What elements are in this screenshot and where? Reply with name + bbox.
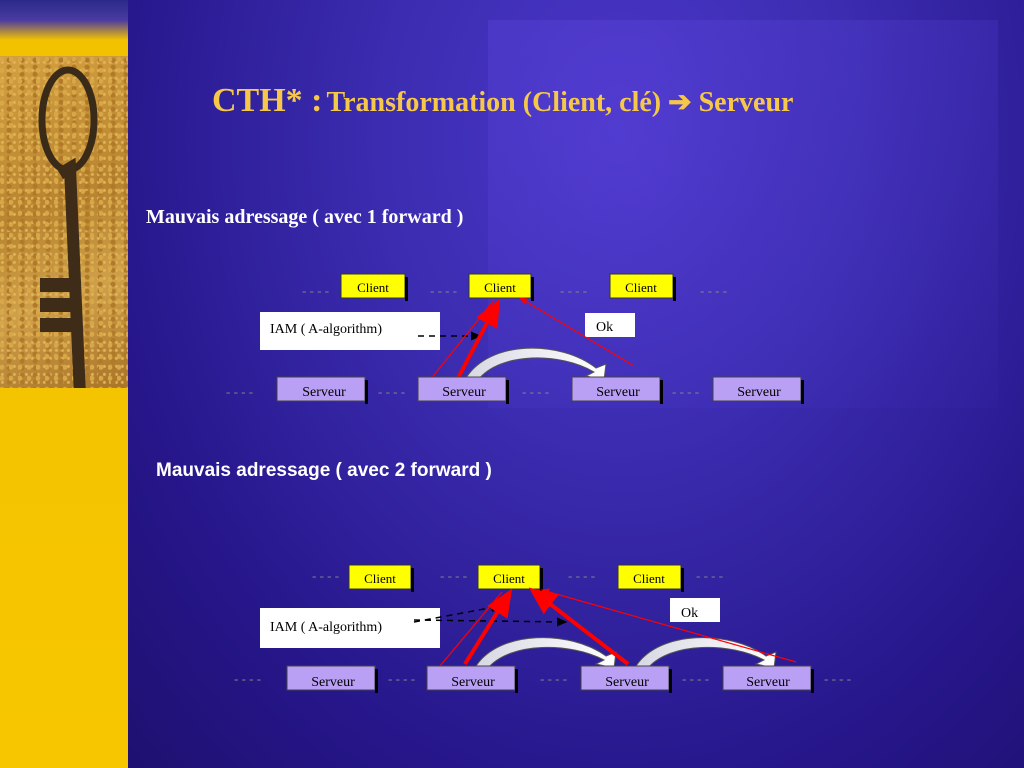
client-label: Client bbox=[357, 280, 389, 295]
client-box: Client bbox=[477, 564, 543, 592]
dashes: - - - - bbox=[540, 671, 567, 686]
server-box: Serveur bbox=[276, 376, 368, 404]
response-label: Ok bbox=[681, 606, 698, 621]
dashes: - - - - bbox=[568, 568, 595, 583]
response-label: Ok bbox=[596, 320, 613, 335]
client-label: Client bbox=[633, 571, 665, 586]
server-label: Serveur bbox=[311, 675, 355, 690]
dashes: - - - - bbox=[378, 384, 405, 399]
server-box: Serveur bbox=[417, 376, 509, 404]
request-label: IAM ( A-algorithm) bbox=[270, 322, 382, 337]
server-label: Serveur bbox=[746, 675, 790, 690]
thin-red-arrow bbox=[518, 297, 635, 367]
diagram-1-heading: Mauvais adressage ( avec 1 forward ) bbox=[146, 206, 464, 228]
server-box: Serveur bbox=[580, 665, 672, 693]
diagram-1: - - - - - - - - - - - - - - - - - - - - … bbox=[226, 273, 804, 404]
diagram-2-heading: Mauvais adressage ( avec 2 forward ) bbox=[156, 460, 492, 481]
forward-arrow bbox=[635, 637, 777, 669]
response-label-box: Ok bbox=[585, 313, 635, 337]
server-box: Serveur bbox=[426, 665, 518, 693]
request-dashed-arrow bbox=[413, 603, 502, 623]
dashes: - - - - bbox=[700, 283, 727, 298]
diagram-2: - - - - - - - - - - - - - - - - - - - - … bbox=[234, 564, 851, 693]
dashes: - - - - bbox=[430, 283, 457, 298]
dashes: - - - - bbox=[312, 568, 339, 583]
dashes: - - - - bbox=[302, 283, 329, 298]
title-main: CTH* : bbox=[212, 82, 323, 119]
slide-title: CTH* : Transformation (Client, clé) ➔ Se… bbox=[212, 82, 793, 120]
dashes: - - - - bbox=[696, 568, 723, 583]
bold-red-arrow bbox=[463, 588, 513, 666]
title-rest: Transformation (Client, clé) ➔ Serveur bbox=[326, 87, 794, 118]
bold-red-arrow bbox=[528, 587, 630, 666]
server-label: Serveur bbox=[451, 675, 495, 690]
dashes: - - - - bbox=[560, 283, 587, 298]
thin-red-arrow bbox=[540, 588, 797, 663]
request-label-box: IAM ( A-algorithm) bbox=[260, 312, 440, 350]
key-icon bbox=[38, 66, 98, 388]
dashes: - - - - bbox=[440, 568, 467, 583]
client-label: Client bbox=[493, 571, 525, 586]
forward-arrow bbox=[465, 347, 607, 381]
client-box: Client bbox=[617, 564, 684, 592]
server-label: Serveur bbox=[737, 385, 781, 400]
dashes: - - - - bbox=[682, 671, 709, 686]
key-photo bbox=[0, 56, 128, 388]
server-label: Serveur bbox=[442, 385, 486, 400]
server-box: Serveur bbox=[571, 376, 663, 404]
response-label-box: Ok bbox=[670, 598, 720, 622]
bold-red-arrow bbox=[456, 298, 500, 379]
server-box: Serveur bbox=[712, 376, 804, 404]
request-label-box: IAM ( A-algorithm) bbox=[260, 608, 440, 648]
server-label: Serveur bbox=[596, 385, 640, 400]
request-dashed-arrow bbox=[413, 617, 568, 627]
server-box: Serveur bbox=[722, 665, 814, 693]
request-label: IAM ( A-algorithm) bbox=[270, 620, 382, 635]
server-label: Serveur bbox=[605, 675, 649, 690]
client-label: Client bbox=[364, 571, 396, 586]
client-box: Client bbox=[468, 273, 534, 301]
forward-arrow bbox=[475, 637, 617, 669]
client-box: Client bbox=[340, 273, 408, 301]
dashes: - - - - bbox=[672, 384, 699, 399]
dashes: - - - - bbox=[234, 671, 261, 686]
client-label: Client bbox=[625, 280, 657, 295]
client-box: Client bbox=[609, 273, 676, 301]
client-label: Client bbox=[484, 280, 516, 295]
dashes: - - - - bbox=[388, 671, 415, 686]
dashes: - - - - bbox=[226, 384, 253, 399]
server-box: Serveur bbox=[286, 665, 378, 693]
client-box: Client bbox=[348, 564, 414, 592]
dashes: - - - - bbox=[522, 384, 549, 399]
background-highlight bbox=[488, 20, 998, 408]
dashes: - - - - bbox=[824, 671, 851, 686]
server-label: Serveur bbox=[302, 385, 346, 400]
